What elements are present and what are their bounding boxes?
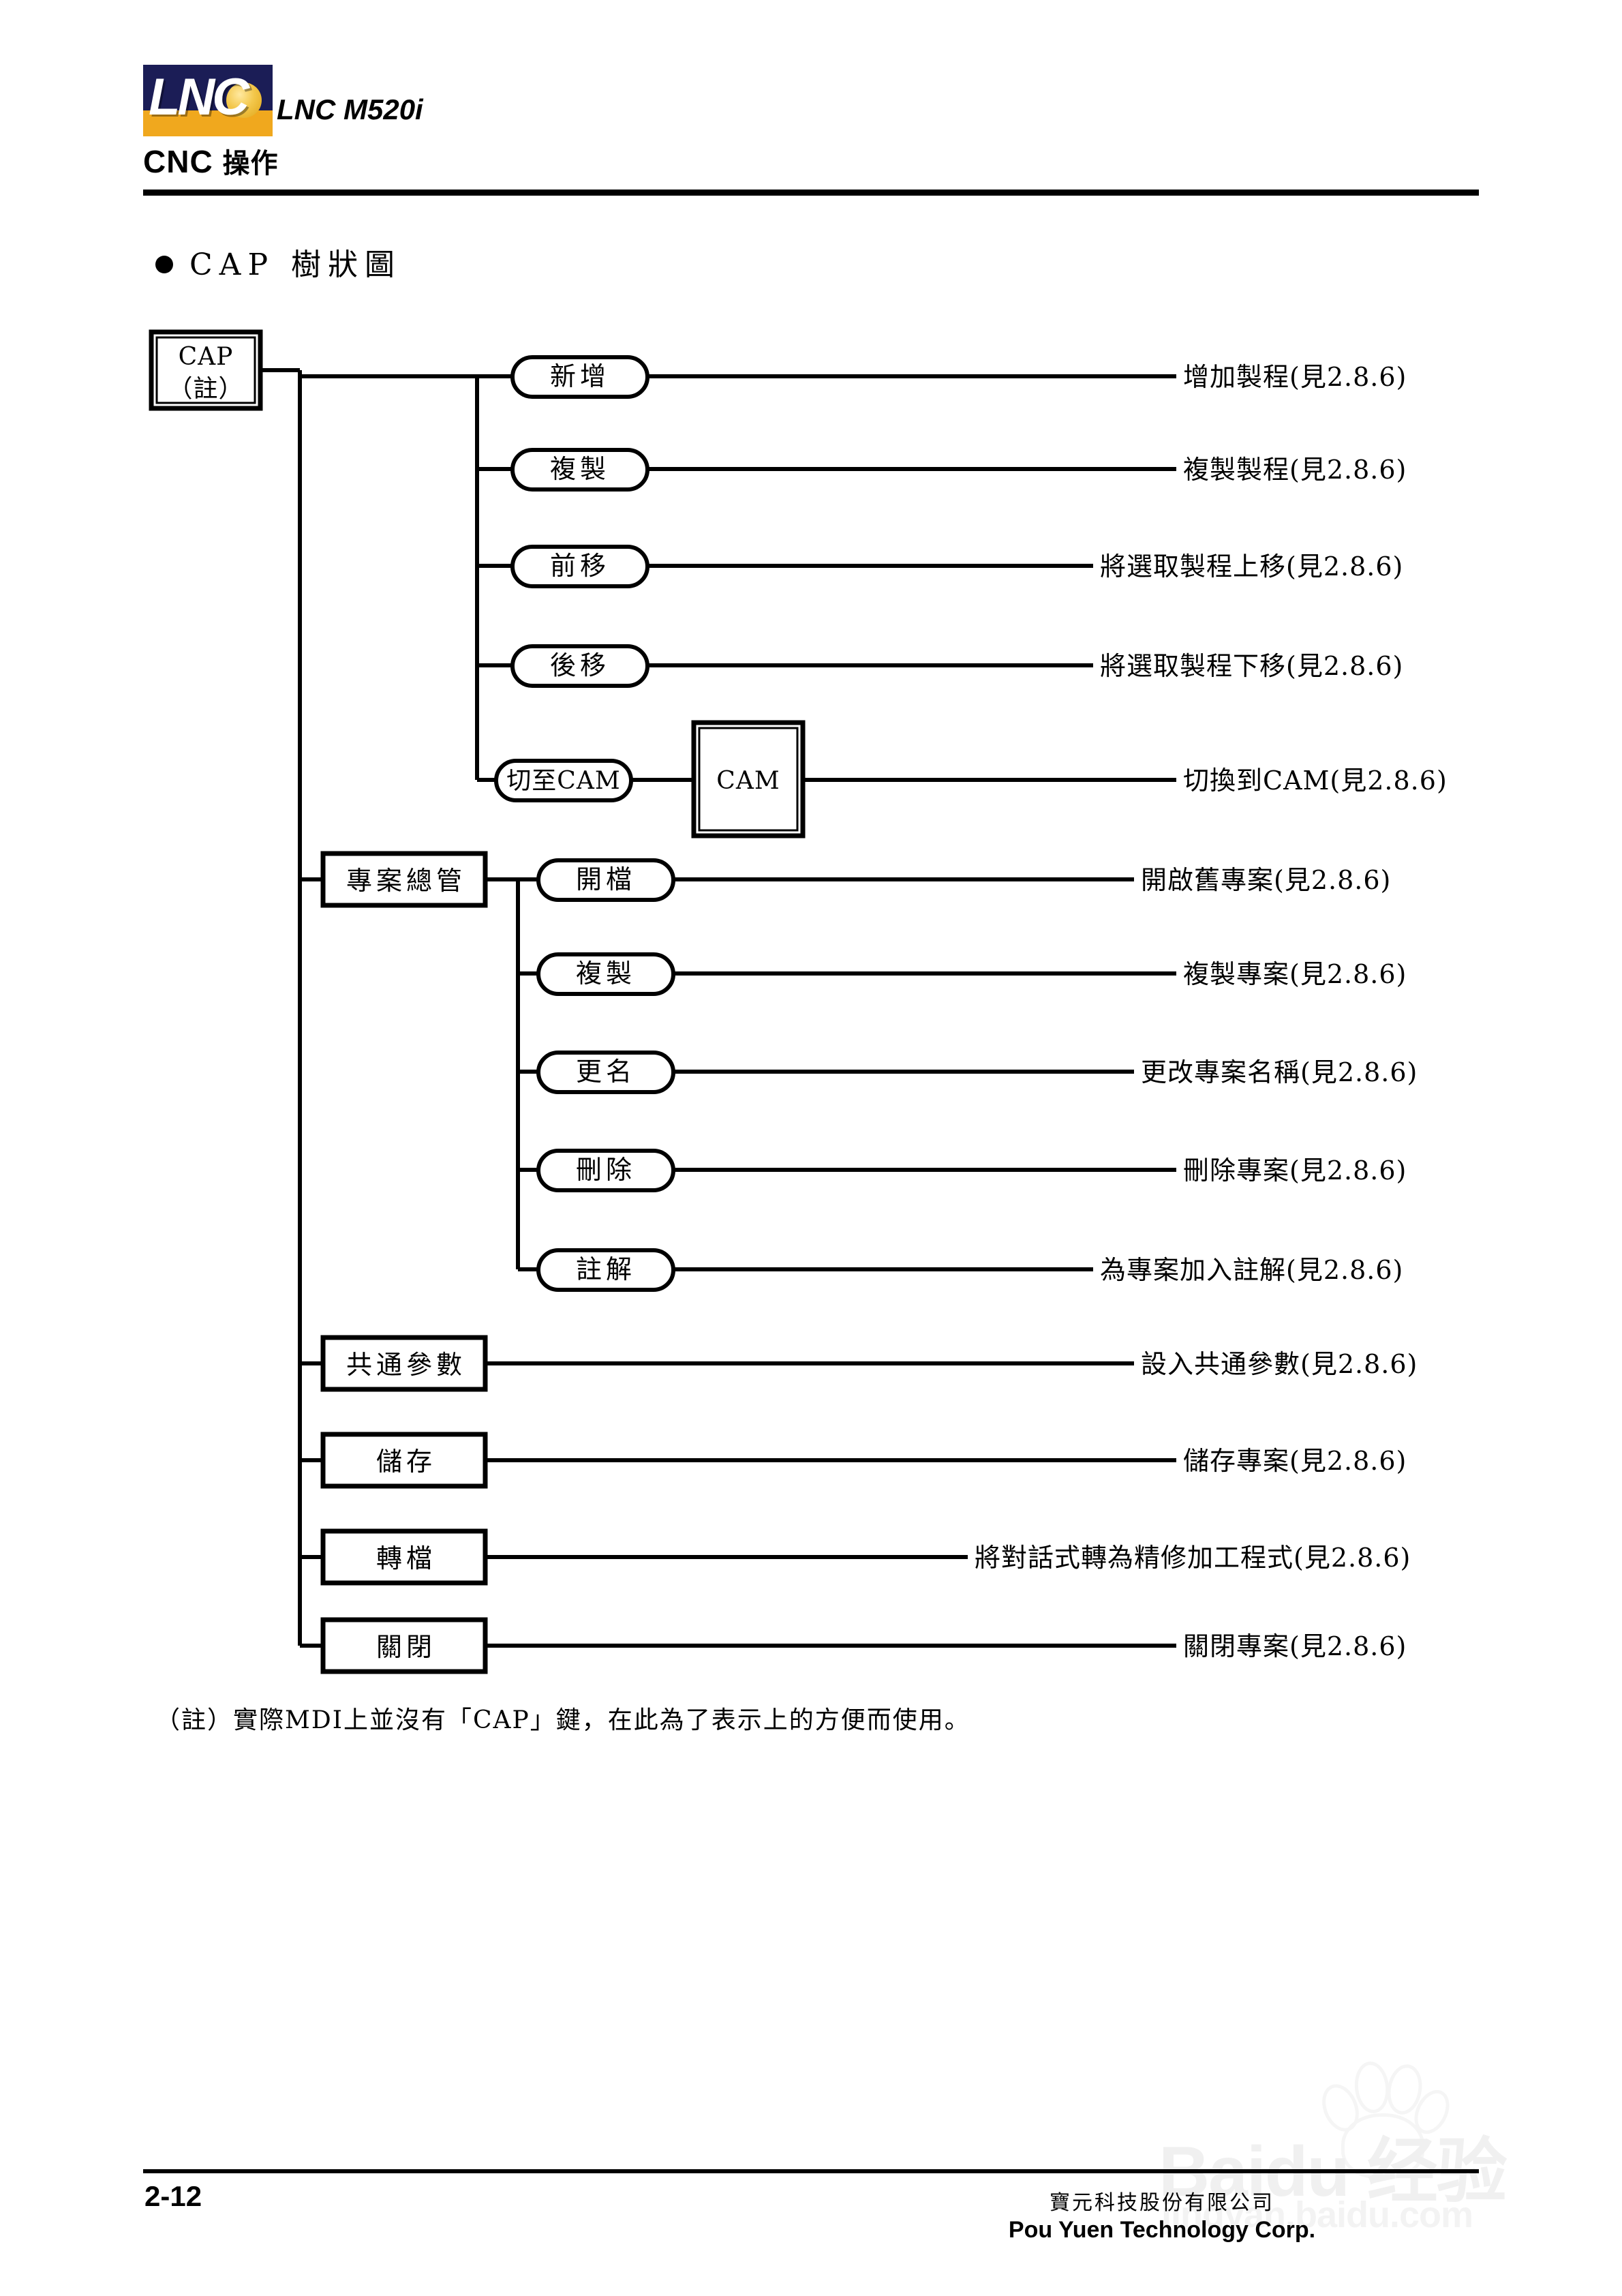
node-label: 複製: [550, 454, 610, 484]
product-model: LNC M520i: [277, 93, 423, 125]
root-label-line1: CAP: [179, 343, 234, 371]
subtitle-en: CNC: [143, 144, 213, 179]
diagram-row: 註解 為專案加入註解(見2.8.6): [518, 1248, 1403, 1292]
lnc-logo: LNC: [143, 65, 273, 136]
desc-label: 將對話式轉為精修加工程式(見2.8.6): [975, 1543, 1411, 1573]
diagram-row: 更名 更改專案名稱(見2.8.6): [518, 1051, 1418, 1094]
diagram-spine-process: [300, 374, 479, 780]
paw-print-icon: [1309, 2051, 1456, 2179]
desc-label: 更改專案名稱(見2.8.6): [1141, 1057, 1418, 1087]
diagram-row: 後移 將選取製程下移(見2.8.6): [477, 644, 1403, 688]
diagram-row: 關閉 關閉專案(見2.8.6): [300, 1617, 1407, 1674]
node-label: 註解: [576, 1254, 636, 1284]
node-label: 前移: [550, 551, 610, 581]
diagram-spine: [260, 368, 302, 1646]
root-label-line2: （註）: [168, 375, 243, 403]
desc-label: 切換到CAM(見2.8.6): [1183, 766, 1448, 796]
diagram-row: 儲存 儲存專案(見2.8.6): [300, 1432, 1407, 1489]
desc-label: 關閉專案(見2.8.6): [1183, 1631, 1407, 1661]
diagram-row: 專案總管: [300, 851, 488, 908]
diagram-row: 共通參數 設入共通參數(見2.8.6): [300, 1335, 1418, 1392]
diagram-row: 轉檔 將對話式轉為精修加工程式(見2.8.6): [300, 1528, 1411, 1586]
desc-label: 儲存專案(見2.8.6): [1183, 1446, 1407, 1476]
page-number: 2-12: [144, 2180, 202, 2212]
diagram-row: 刪除 刪除專案(見2.8.6): [518, 1149, 1407, 1192]
node-label: 儲存: [376, 1447, 436, 1477]
footer-divider: [143, 2169, 1479, 2173]
desc-label: 設入共通參數(見2.8.6): [1141, 1349, 1418, 1379]
desc-label: 增加製程(見2.8.6): [1183, 362, 1407, 392]
cap-tree-diagram: CAP （註） 新增 增加製程(見2.8.6): [149, 329, 1448, 1674]
cam-box-label: CAM: [716, 767, 780, 795]
node-label: 刪除: [576, 1155, 636, 1185]
subtitle-cn: 操作: [222, 147, 279, 179]
node-label: 新增: [550, 361, 610, 391]
diagram-row: 前移 將選取製程上移(見2.8.6): [477, 545, 1403, 588]
header-divider: [143, 190, 1479, 196]
desc-label: 複製製程(見2.8.6): [1183, 455, 1407, 485]
desc-label: 將選取製程上移(見2.8.6): [1100, 552, 1403, 581]
logo-text: LNC: [149, 68, 249, 126]
page-header: LNC LNC M520i CNC 操作: [143, 65, 1479, 201]
node-box-project-manager: [320, 851, 488, 908]
footnote-text: （註）實際MDI上並沒有「CAP」鍵，在此為了表示上的方便而使用。: [155, 1706, 970, 1734]
page-subtitle: CNC 操作: [143, 141, 278, 181]
diagram-row: 複製 複製製程(見2.8.6): [477, 448, 1407, 492]
node-label: 開檔: [576, 864, 636, 894]
diagram-spine-project: [485, 877, 520, 1269]
diagram-row: 新增 增加製程(見2.8.6): [477, 355, 1407, 399]
node-label: 切至CAM: [506, 767, 620, 795]
desc-label: 將選取製程下移(見2.8.6): [1100, 651, 1403, 681]
diagram-node-root: CAP （註）: [149, 329, 263, 411]
diagram-row: 切至CAM CAM 切換到CAM(見2.8.6): [477, 720, 1448, 839]
cam-box-inner: [698, 727, 799, 832]
page-title: CAP 樹狀圖: [155, 240, 401, 284]
page-title-text: CAP 樹狀圖: [189, 247, 402, 282]
node-label: 後移: [550, 650, 610, 680]
node-label: 專案總管: [346, 866, 466, 896]
diagram-row: 複製 複製專案(見2.8.6): [518, 952, 1407, 996]
company-name-en: Pou Yuen Technology Corp.: [1008, 2217, 1316, 2243]
desc-label: 複製專案(見2.8.6): [1183, 959, 1407, 989]
node-label: 更名: [576, 1057, 636, 1087]
desc-label: 為專案加入註解(見2.8.6): [1100, 1255, 1403, 1285]
diagram-row: 開檔 開啟舊專案(見2.8.6): [518, 858, 1391, 902]
node-label: 複製: [576, 958, 636, 988]
desc-label: 刪除專案(見2.8.6): [1183, 1155, 1407, 1185]
logo-sun-icon: [226, 82, 262, 118]
node-label: 轉檔: [376, 1543, 436, 1573]
desc-label: 開啟舊專案(見2.8.6): [1141, 865, 1391, 895]
bullet-icon: [155, 256, 173, 273]
node-label: 關閉: [376, 1632, 436, 1662]
company-name-cn: 寶元科技股份有限公司: [1050, 2191, 1274, 2215]
node-label: 共通參數: [346, 1350, 466, 1380]
